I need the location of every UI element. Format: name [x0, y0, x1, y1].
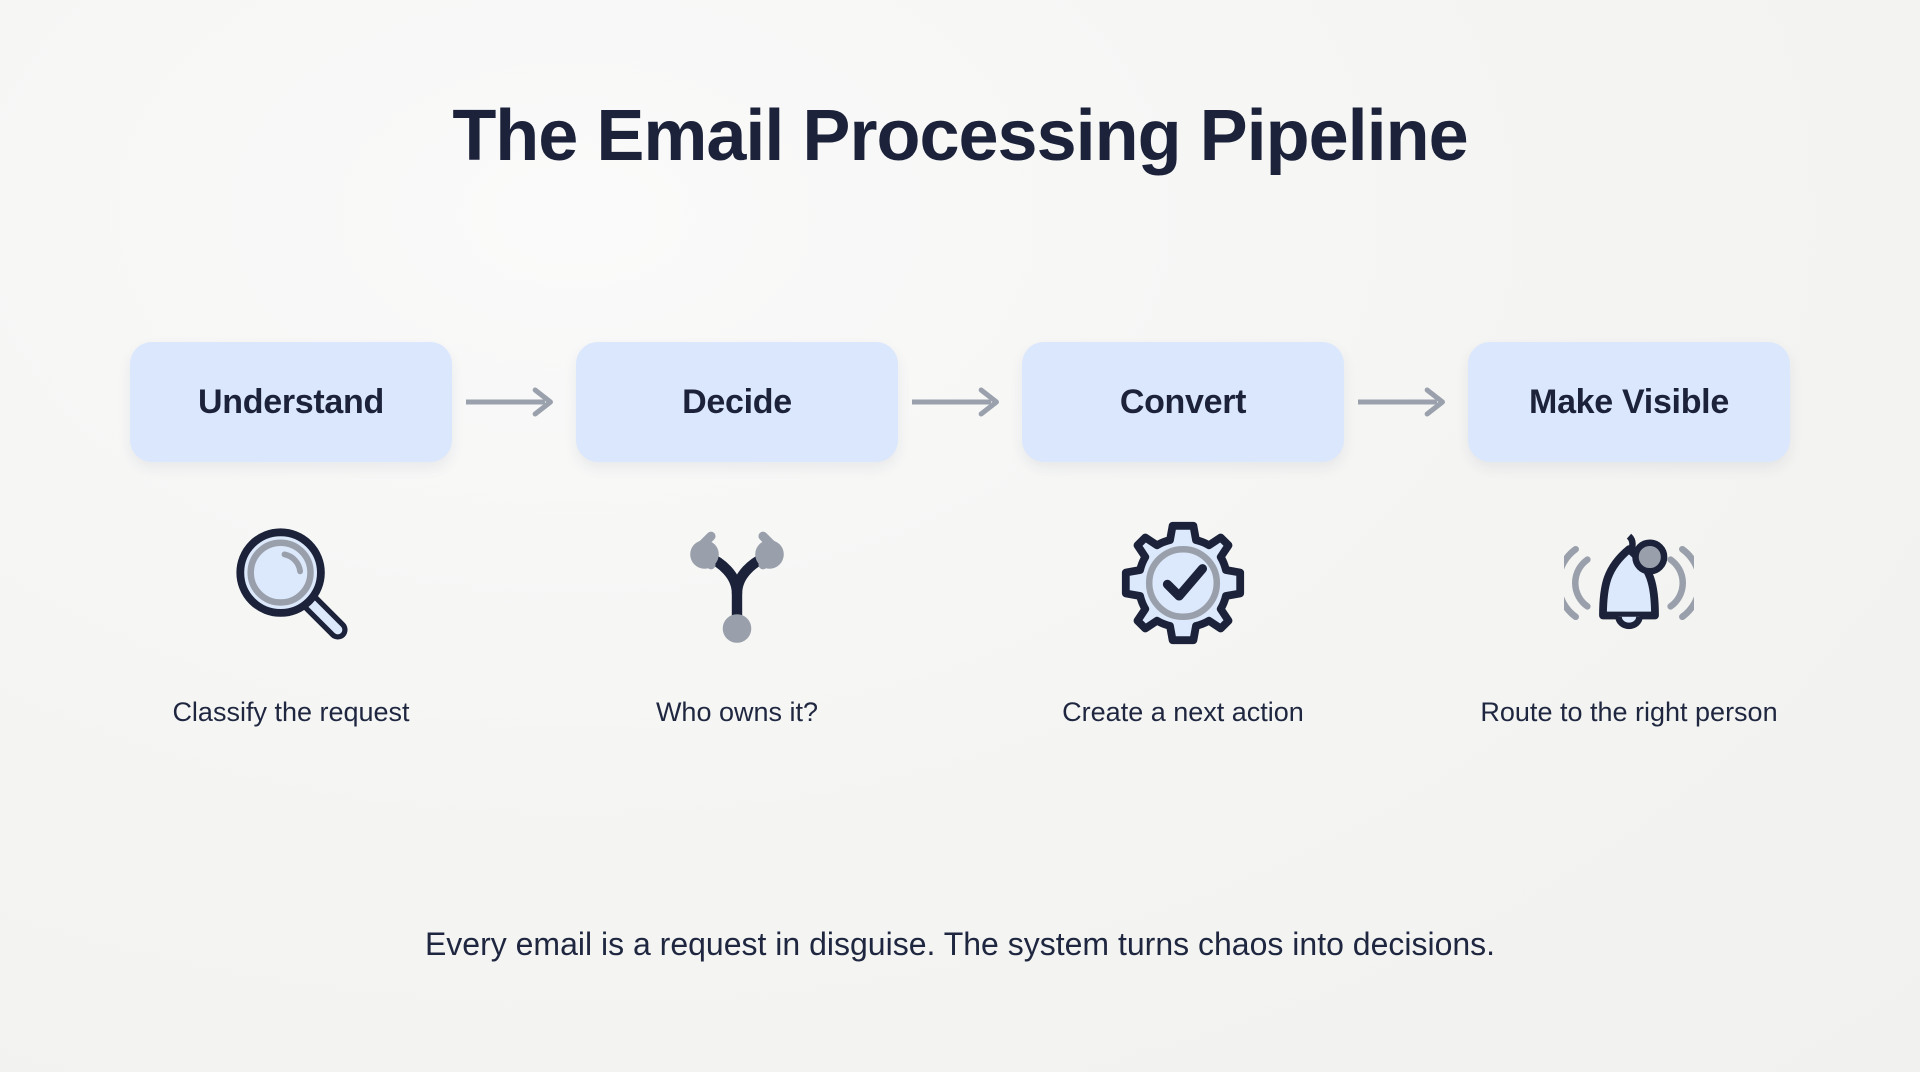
- icon-spacer: [898, 508, 1022, 658]
- page-title: The Email Processing Pipeline: [452, 96, 1468, 176]
- step-label-convert: Convert: [1119, 382, 1247, 421]
- step-label-decide: Decide: [682, 382, 792, 421]
- step-label-understand: Understand: [198, 382, 384, 421]
- arrow-convert-to-make-visible: [1358, 382, 1454, 422]
- step-box-make-visible[interactable]: Make Visible: [1468, 342, 1790, 462]
- arrow-right-icon: [466, 382, 562, 422]
- caption-decide: Who owns it?: [655, 697, 819, 727]
- icon-cell-convert: [1022, 508, 1344, 658]
- caption-make-visible: Route to the right person: [1480, 697, 1778, 727]
- icon-spacer: [1344, 508, 1468, 658]
- footer-tagline: Every email is a request in disguise. Th…: [424, 926, 1496, 962]
- icon-spacer: [452, 508, 576, 658]
- step-box-decide[interactable]: Decide: [576, 342, 898, 462]
- gear-check-icon: [1121, 521, 1245, 645]
- caption-spacer: [452, 694, 576, 730]
- pipeline-icons-row: [130, 508, 1790, 658]
- step-label-make-visible: Make Visible: [1529, 382, 1729, 421]
- caption-understand: Classify the request: [172, 697, 410, 727]
- icon-cell-make-visible: [1468, 508, 1790, 658]
- caption-convert: Create a next action: [1062, 697, 1304, 727]
- arrow-right-icon: [1358, 382, 1454, 422]
- magnifier-icon: [236, 528, 348, 640]
- icon-cell-decide: [576, 508, 898, 658]
- step-box-convert[interactable]: Convert: [1022, 342, 1344, 462]
- icon-cell-understand: [130, 508, 452, 658]
- pipeline-steps-row: Understand Decide Convert: [130, 340, 1790, 464]
- caption-spacer: [1344, 694, 1468, 730]
- step-box-understand[interactable]: Understand: [130, 342, 452, 462]
- caption-spacer: [898, 694, 1022, 730]
- arrow-right-icon: [912, 382, 1008, 422]
- arrow-understand-to-decide: [466, 382, 562, 422]
- bell-icon: [1564, 533, 1694, 630]
- pipeline-captions-row: Classify the request Who owns it? Create…: [130, 694, 1790, 730]
- branch-fork-icon: [690, 531, 784, 643]
- arrow-decide-to-convert: [912, 382, 1008, 422]
